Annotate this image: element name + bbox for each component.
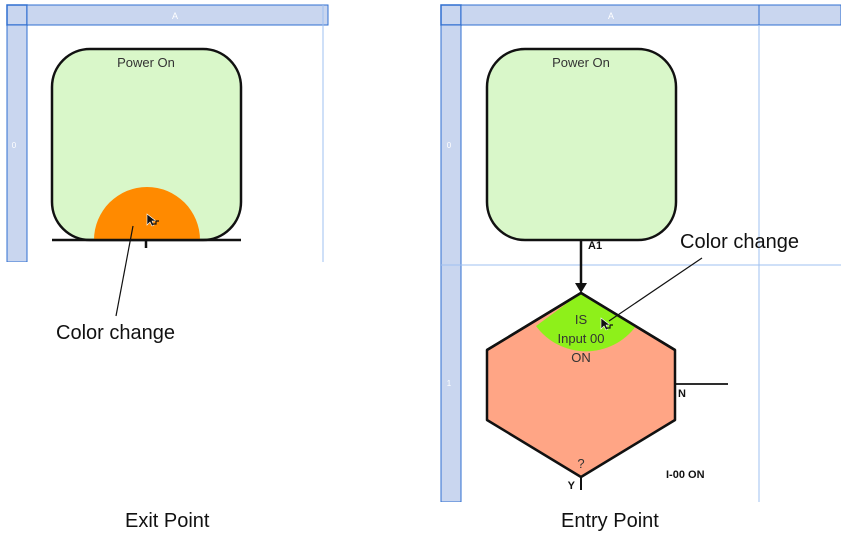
row-header-label-0[interactable]: 0 — [447, 141, 452, 150]
entry-point-highlight[interactable] — [536, 293, 636, 352]
power-on-label: Power On — [117, 55, 175, 70]
column-header-label[interactable]: A — [172, 11, 178, 21]
column-header-label[interactable]: A — [608, 11, 614, 21]
column-header-bar — [460, 4, 841, 26]
right-callout-text: Color change — [680, 231, 799, 253]
status-label: I-00 ON — [666, 469, 705, 481]
exit-point-caption: Exit Point — [125, 510, 210, 532]
decision-text-line3: ON — [571, 350, 591, 365]
decision-top-edge — [486, 291, 676, 352]
yes-branch-label: Y — [568, 480, 576, 492]
right-panel: A 0 1 Power On A1 IS Input 00 ON ? N Y I… — [438, 0, 841, 503]
connector-label: A1 — [588, 240, 602, 252]
exit-point-highlight[interactable] — [94, 187, 200, 240]
column-header-bar — [26, 4, 329, 26]
left-flowchart-canvas[interactable]: A 0 Power On — [0, 0, 330, 263]
link-cursor-icon — [146, 213, 159, 227]
no-branch-label: N — [678, 388, 686, 400]
decision-question-mark: ? — [577, 456, 584, 471]
entry-point-caption: Entry Point — [561, 510, 659, 532]
link-cursor-icon — [600, 317, 613, 331]
left-callout-line — [115, 225, 134, 317]
right-flowchart-canvas[interactable]: A 0 1 Power On A1 IS Input 00 ON ? N Y I… — [438, 0, 841, 503]
right-callout-line — [608, 257, 703, 322]
decision-text-line2: Input 00 — [558, 331, 605, 346]
row-header-label-1[interactable]: 1 — [447, 379, 452, 388]
row-header-label[interactable]: 0 — [12, 141, 17, 150]
power-on-label: Power On — [552, 55, 610, 70]
left-callout-text: Color change — [56, 322, 175, 344]
arrow-down-icon — [575, 283, 587, 293]
left-panel: A 0 Power On — [0, 0, 330, 263]
decision-text-line1: IS — [575, 312, 588, 327]
